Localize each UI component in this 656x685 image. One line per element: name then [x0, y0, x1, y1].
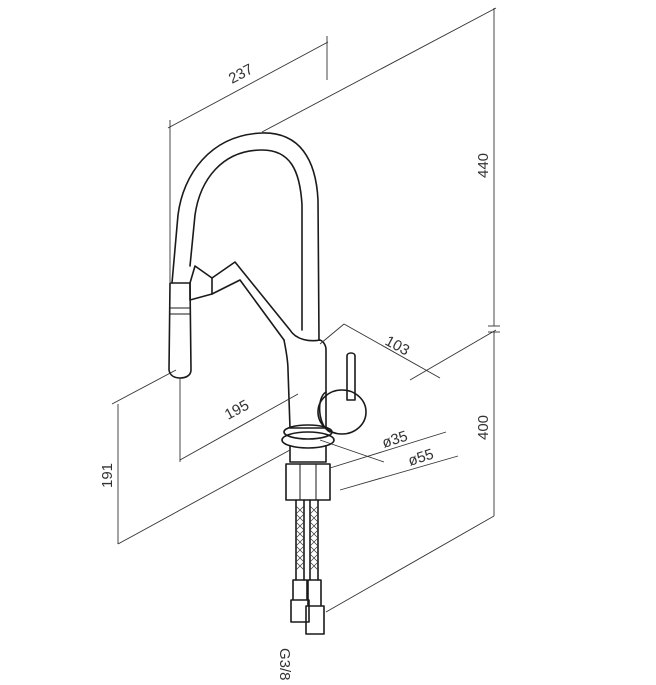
base-ring-top [283, 424, 333, 440]
faucet-outline [168, 132, 367, 635]
base-collar [289, 445, 327, 463]
dim-connection-thread: G3/8 [276, 648, 293, 681]
hose-fitting-right [305, 579, 325, 635]
body-column [283, 339, 327, 429]
dimension-lines [111, 7, 500, 613]
connection-arm-lower [211, 279, 285, 341]
dim-body-height: 400 [475, 415, 492, 440]
dim-spray-height: 191 [99, 463, 116, 488]
spout-inner [189, 149, 303, 331]
dim-spray-offset: 195 [222, 397, 252, 424]
dim-handle-offset: 103 [382, 333, 412, 360]
hose-braid [295, 505, 319, 571]
spray-head [168, 282, 192, 379]
hose-fitting-left [290, 579, 310, 623]
base-ring-mid [281, 431, 335, 449]
spray-holder [189, 265, 213, 301]
dim-base-diameter-inner: ø35 [380, 428, 410, 452]
cartridge-housing [317, 389, 367, 435]
connection-arm [211, 261, 321, 342]
dim-base-diameter-outer: ø55 [406, 446, 436, 470]
dim-total-height: 440 [475, 153, 492, 178]
cartridge-side [318, 391, 331, 433]
mounting-nut [285, 463, 331, 501]
spout-outer [171, 132, 320, 341]
